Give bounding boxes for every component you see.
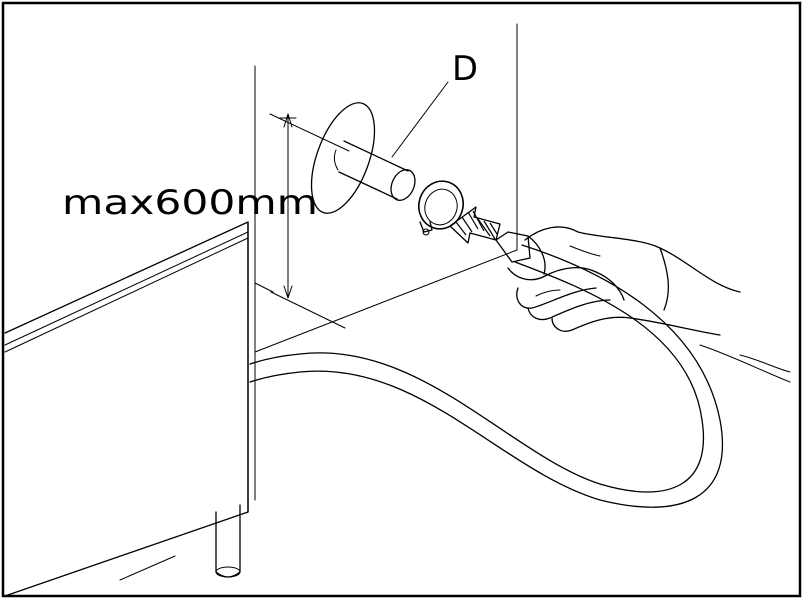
appliance-cabinet [4, 221, 249, 597]
hand-icon [507, 226, 791, 383]
drain-pipe-fitting [310, 102, 416, 214]
hose-clamp-icon [418, 180, 464, 236]
drain-hose-icon [249, 244, 724, 508]
height-dimension [269, 113, 350, 299]
part-label-d: D [452, 49, 478, 89]
insertion-arrow-icon [449, 206, 501, 244]
wall-lines [254, 23, 518, 501]
part-label-leader [391, 81, 449, 158]
dimension-label: max600mm [62, 183, 318, 223]
cabinet-leg [215, 504, 241, 578]
